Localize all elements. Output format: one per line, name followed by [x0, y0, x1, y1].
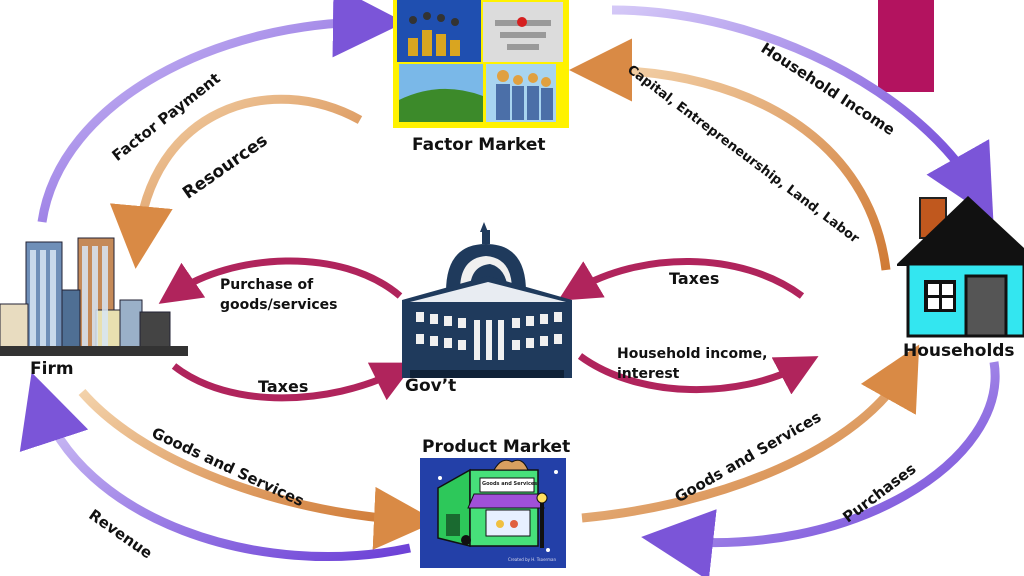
- factor-payment-arrow: [37, 0, 405, 223]
- resources-arrow: [109, 94, 363, 269]
- house-image: [897, 196, 1024, 338]
- purchases-arrow: [641, 361, 1000, 576]
- shop-credit-text: Created by H. Tsoerman: [508, 557, 556, 562]
- government-label: Gov’t: [405, 376, 457, 396]
- shop-sign-text: Goods and Services: [482, 481, 538, 487]
- gov-taxes-households-label: Taxes: [669, 269, 720, 288]
- gov-taxes-firm-arrow: [171, 362, 415, 402]
- goods-services-firm-arrow: [78, 389, 437, 550]
- firm-label: Firm: [30, 359, 74, 379]
- gov-taxes-households-arrow: [557, 258, 805, 301]
- product-market-title: Product Market: [422, 437, 571, 457]
- factor-market-image: [393, 0, 569, 128]
- accent-bar: [878, 0, 934, 92]
- gov-purchase-label: Purchase of goods/services: [220, 277, 338, 313]
- revenue-arrow: [19, 372, 411, 562]
- households-label: Households: [903, 341, 1015, 361]
- factor-market-title: Factor Market: [412, 135, 546, 155]
- government-building-image: [402, 222, 572, 378]
- gov-purchase-arrow: [158, 257, 403, 304]
- gov-household-income-label: Household income, interest: [617, 346, 768, 382]
- factors-arrow: [569, 38, 891, 271]
- gov-taxes-firm-label: Taxes: [258, 377, 309, 396]
- firm-buildings-image: [0, 237, 188, 356]
- goods-services-households-arrow: [581, 344, 920, 523]
- product-market-image: [420, 458, 566, 568]
- gov-household-income-arrow: [577, 353, 819, 395]
- household-income-arrow: [611, 5, 994, 220]
